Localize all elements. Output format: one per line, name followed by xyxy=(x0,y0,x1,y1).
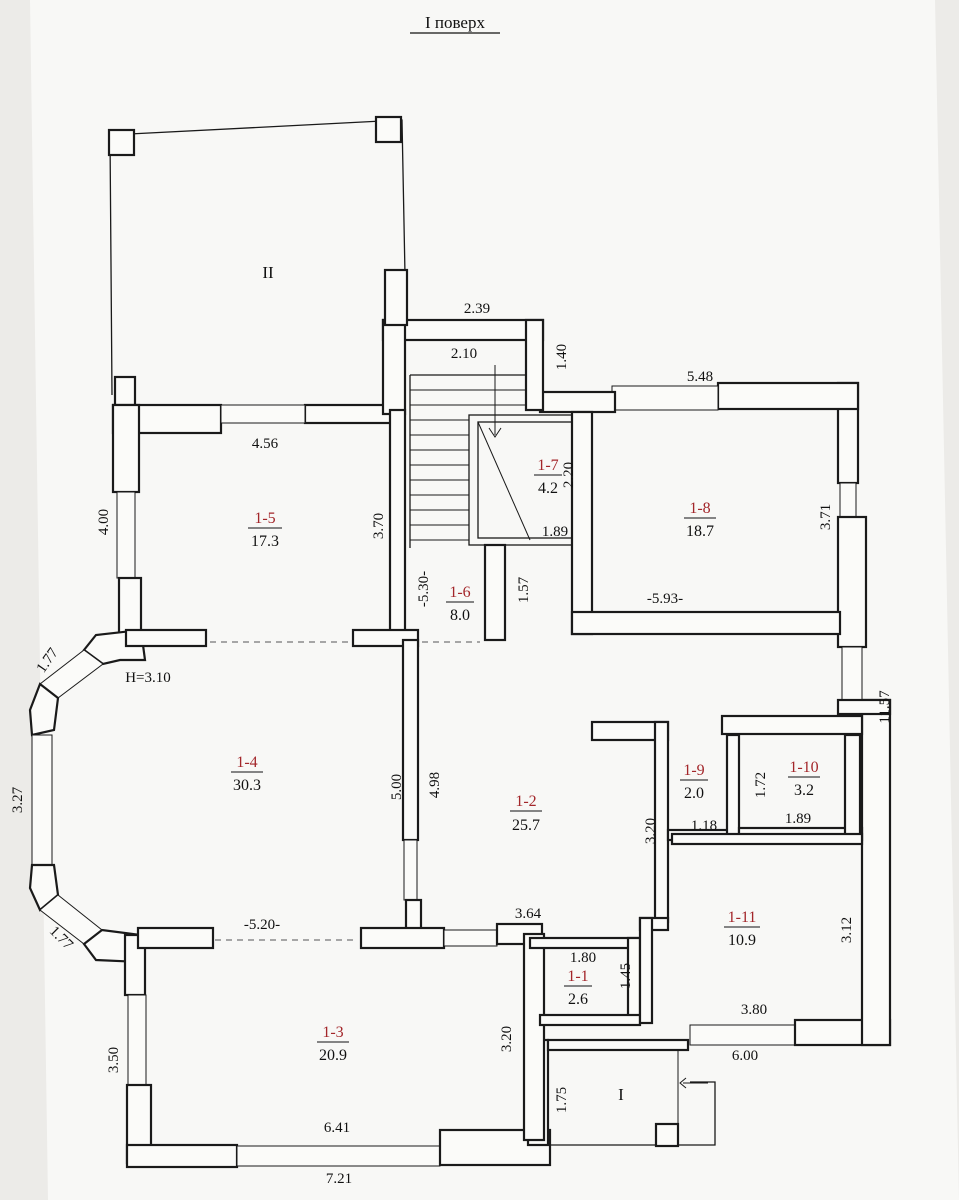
room-area: 4.2 xyxy=(538,480,558,497)
room-area: 20.9 xyxy=(319,1047,347,1064)
room-number: 1-4 xyxy=(236,754,257,771)
terrace-ii: II xyxy=(107,115,406,411)
dim-label: 1.40 xyxy=(554,344,570,370)
dim-label: 6.00 xyxy=(732,1048,758,1064)
dim-label: 5.00 xyxy=(389,774,405,800)
dim-label: 1.80 xyxy=(570,950,596,966)
dim-label: 3.50 xyxy=(106,1047,122,1073)
porch-i: I xyxy=(547,1048,716,1148)
room-number: 1-10 xyxy=(789,759,818,776)
interior-walls xyxy=(124,408,864,1142)
room-labels: 1-5 17.3 1-6 8.0 1-7 4.2 1-8 18.7 1-4 30… xyxy=(125,457,820,1064)
room-area: 8.0 xyxy=(450,607,470,624)
room-area: 3.2 xyxy=(794,782,814,799)
room-area: 17.3 xyxy=(251,533,279,550)
dim-label: 11.57 xyxy=(877,690,893,724)
dim-label: 2.39 xyxy=(464,301,490,317)
dim-label: -5.30- xyxy=(416,571,432,607)
dim-label: 1.75 xyxy=(554,1087,570,1113)
dimension-labels: 2.39 2.10 1.40 5.48 4.56 4.00 3.70 2.20 … xyxy=(10,301,893,1187)
dim-label: 1.72 xyxy=(753,772,769,798)
height-label: H=3.10 xyxy=(125,670,171,686)
dim-label: 1.45 xyxy=(618,963,634,989)
room-number: 1-7 xyxy=(537,457,558,474)
room-area: 2.6 xyxy=(568,991,588,1008)
dim-label: 7.21 xyxy=(326,1171,352,1187)
room-number: 1-5 xyxy=(254,510,275,527)
room-area: 25.7 xyxy=(512,817,540,834)
dim-label: 4.00 xyxy=(96,509,112,535)
dim-label: -5.93- xyxy=(647,591,683,607)
porch-label: I xyxy=(618,1085,624,1104)
dim-label: 5.48 xyxy=(687,369,713,385)
dim-label: 1.57 xyxy=(516,576,532,603)
stair-treads xyxy=(409,365,531,548)
room-area: 18.7 xyxy=(686,523,714,540)
dim-label: 4.56 xyxy=(252,436,279,452)
room-number: 1-2 xyxy=(515,793,536,810)
dim-label: 3.20 xyxy=(499,1026,515,1052)
dim-label: -5.20- xyxy=(244,917,280,933)
room-number: 1-1 xyxy=(567,968,588,985)
dim-label: 2.10 xyxy=(451,346,477,362)
dim-label: 3.71 xyxy=(818,504,834,530)
dim-label: 6.41 xyxy=(324,1120,350,1136)
dim-label: 1.89 xyxy=(542,524,568,540)
dashed-lines xyxy=(210,641,480,941)
room-number: 1-3 xyxy=(322,1024,343,1041)
dim-label: 4.98 xyxy=(427,772,443,798)
room-area: 10.9 xyxy=(728,932,756,949)
dim-label: 3.20 xyxy=(643,818,659,844)
dim-label: 3.64 xyxy=(515,906,542,922)
room-number: 1-11 xyxy=(728,909,757,926)
room-area: 30.3 xyxy=(233,777,261,794)
room-number: 1-9 xyxy=(683,762,704,779)
dim-label: 3.80 xyxy=(741,1002,767,1018)
dim-label: 1.89 xyxy=(785,811,811,827)
room-number: 1-6 xyxy=(449,584,470,601)
page-title: I поверх xyxy=(425,13,485,32)
terrace-label: II xyxy=(262,263,274,282)
room-area: 2.0 xyxy=(684,785,704,802)
dim-label: 2.20 xyxy=(561,462,577,488)
dim-label: 1.18 xyxy=(691,818,717,834)
room-number: 1-8 xyxy=(689,500,710,517)
dim-label: 3.27 xyxy=(10,786,26,813)
dim-label: 3.70 xyxy=(371,513,387,539)
dim-label: 3.12 xyxy=(839,917,855,943)
